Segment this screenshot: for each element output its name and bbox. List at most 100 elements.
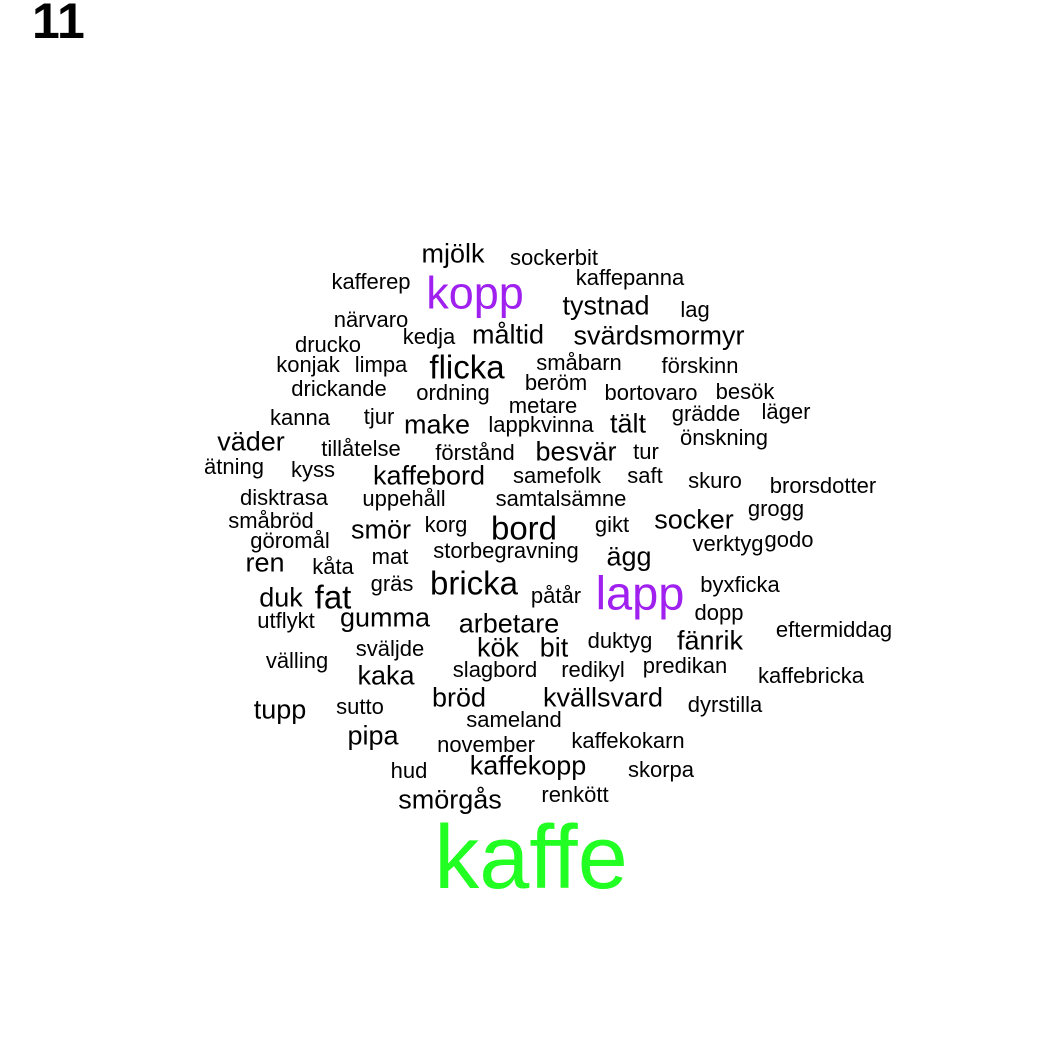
word-14: flicka <box>429 348 505 386</box>
word-53: göromål <box>250 528 330 553</box>
word-71: arbetare <box>458 608 560 639</box>
word-10: svärdsmormyr <box>573 320 745 351</box>
word-72: eftermiddag <box>775 617 893 642</box>
word-70: gumma <box>339 602 431 633</box>
word-8: kedja <box>402 324 456 349</box>
word-3: kopp <box>426 267 524 319</box>
word-0: mjölk <box>421 238 485 269</box>
word-25: make <box>403 409 471 440</box>
word-21: besök <box>715 379 775 404</box>
word-4: kaffepanna <box>575 265 685 290</box>
word-37: kyss <box>291 457 335 482</box>
word-63: lapp <box>595 566 685 620</box>
word-97: renkött <box>541 782 609 807</box>
word-58: mat <box>371 544 409 569</box>
word-16: förskinn <box>661 353 739 378</box>
word-90: pipa <box>347 720 399 751</box>
word-56: godo <box>764 527 814 552</box>
word-41: skuro <box>688 468 742 493</box>
word-87: kvällsvard <box>542 682 664 713</box>
word-74: kök <box>476 632 520 663</box>
word-22: metare <box>508 393 578 418</box>
word-98: kaffe <box>434 808 628 908</box>
word-7: närvaro <box>333 307 409 332</box>
word-77: fänrik <box>676 625 744 656</box>
word-24: tjur <box>363 404 395 429</box>
word-84: tupp <box>253 694 307 725</box>
word-45: samtalsämne <box>495 486 627 511</box>
word-95: skorpa <box>627 757 695 782</box>
word-33: besvär <box>535 436 617 467</box>
word-9: måltid <box>471 319 545 350</box>
word-20: bortovaro <box>604 380 698 405</box>
word-18: ordning <box>416 380 490 405</box>
word-2: kafferep <box>331 269 411 294</box>
word-73: sväljde <box>355 636 425 661</box>
word-31: tillåtelse <box>321 436 401 461</box>
word-17: drickande <box>291 376 387 401</box>
word-34: tur <box>633 439 659 464</box>
word-15: småbarn <box>536 350 622 375</box>
word-6: lag <box>680 297 710 322</box>
word-88: dyrstilla <box>687 692 763 717</box>
word-94: hud <box>390 758 428 783</box>
word-47: småbröd <box>228 508 314 533</box>
word-76: duktyg <box>587 628 653 653</box>
word-92: kaffekokarn <box>571 728 685 753</box>
word-13: limpa <box>354 352 408 377</box>
word-79: kaka <box>357 660 415 691</box>
word-57: ren <box>245 547 285 578</box>
word-52: socker <box>654 504 734 535</box>
word-64: byxficka <box>700 572 780 597</box>
word-19: beröm <box>524 370 588 395</box>
word-89: sameland <box>466 707 562 732</box>
word-67: påtår <box>530 583 582 608</box>
word-28: grädde <box>671 401 741 426</box>
word-69: utflykt <box>257 608 315 633</box>
word-30: väder <box>217 426 285 457</box>
word-55: verktyg <box>692 531 764 556</box>
word-83: kaffebricka <box>758 663 864 688</box>
word-50: bord <box>490 509 558 547</box>
word-80: slagbord <box>452 657 538 682</box>
word-49: korg <box>424 512 468 537</box>
word-44: uppehåll <box>362 486 446 511</box>
word-12: konjak <box>276 352 340 377</box>
word-1: sockerbit <box>509 245 599 270</box>
word-59: ägg <box>606 541 652 572</box>
word-29: läger <box>761 399 811 424</box>
word-11: drucko <box>294 332 362 357</box>
word-62: bricka <box>429 564 519 602</box>
word-51: gikt <box>594 512 630 537</box>
word-46: grogg <box>747 496 805 521</box>
figure-number: 11 <box>32 0 85 49</box>
word-38: kaffebord <box>372 460 486 491</box>
word-65: duk <box>259 582 303 613</box>
word-36: ätning <box>204 454 264 479</box>
word-78: välling <box>265 648 329 673</box>
word-27: tält <box>609 408 647 439</box>
word-85: sutto <box>336 694 384 719</box>
word-26: lappkvinna <box>488 412 594 437</box>
word-60: kåta <box>312 554 354 579</box>
word-61: gräs <box>370 571 414 596</box>
word-32: förstånd <box>435 440 515 465</box>
word-54: storbegravning <box>433 538 579 563</box>
word-96: smörgås <box>398 784 502 815</box>
word-68: dopp <box>694 600 744 625</box>
word-43: disktrasa <box>239 485 329 510</box>
word-40: saft <box>627 463 663 488</box>
word-81: redikyl <box>561 657 625 682</box>
word-66: fat <box>314 578 352 616</box>
word-39: samefolk <box>512 463 602 488</box>
word-82: predikan <box>642 653 728 678</box>
word-5: tystnad <box>562 290 650 321</box>
word-23: kanna <box>270 405 330 430</box>
word-75: bit <box>539 632 569 663</box>
word-48: smör <box>351 514 411 545</box>
word-35: önskning <box>679 425 769 450</box>
word-93: kaffekopp <box>469 750 587 781</box>
word-86: bröd <box>431 682 487 713</box>
word-42: brorsdotter <box>769 473 877 498</box>
